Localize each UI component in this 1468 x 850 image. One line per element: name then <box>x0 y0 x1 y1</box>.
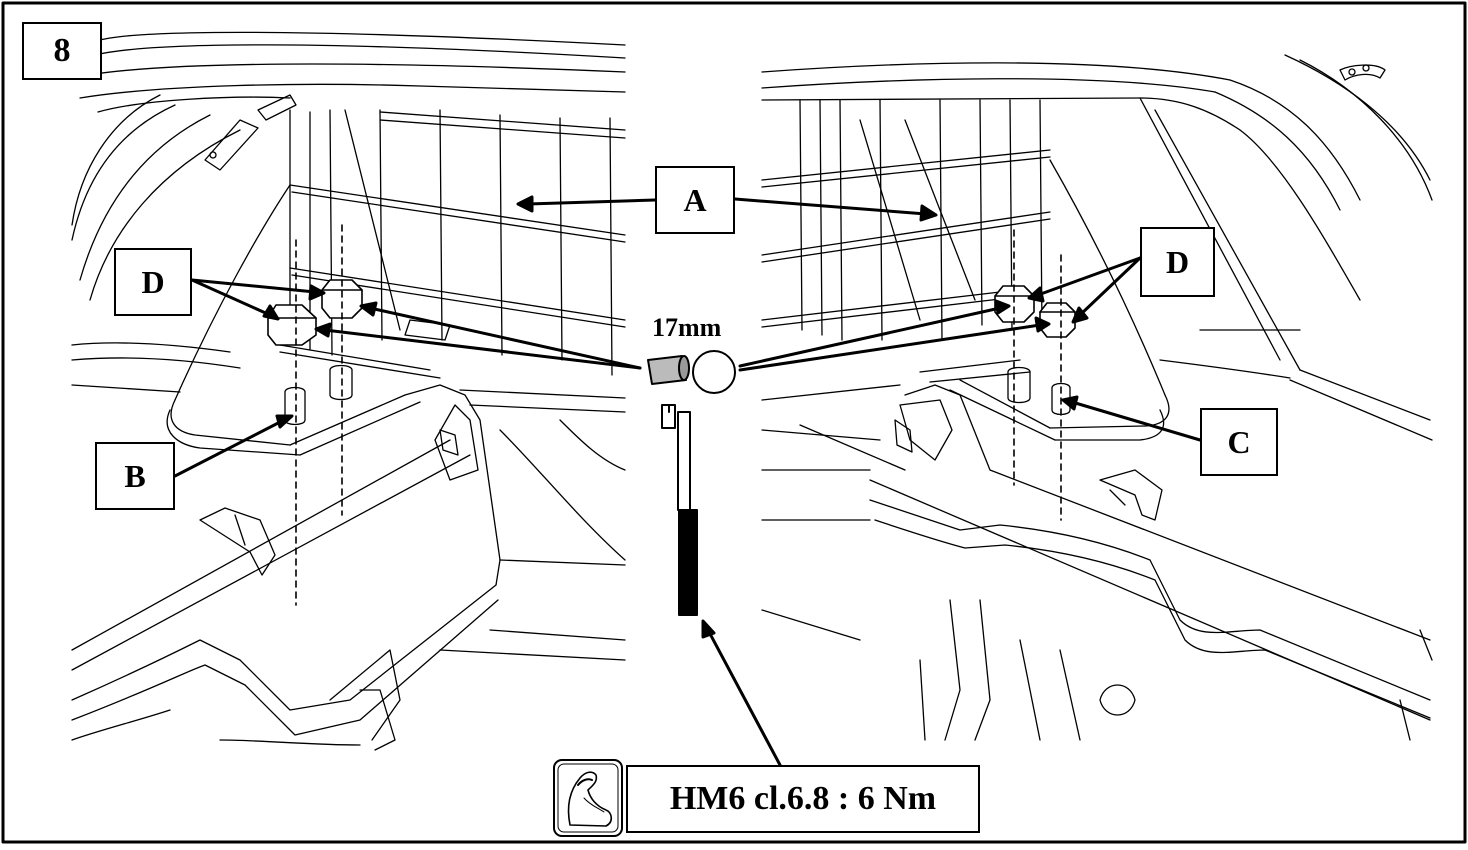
right-vehicle-view <box>761 54 1433 741</box>
flexed-arm-icon <box>553 759 623 837</box>
socket-size-label: 17mm <box>652 313 722 342</box>
pointer-arrows <box>173 195 1202 767</box>
label-d-right-box: D <box>1140 227 1215 297</box>
label-a-box: A <box>655 166 735 234</box>
label-b-box: B <box>95 442 175 510</box>
label-d-left: D <box>141 263 165 300</box>
step-number: 8 <box>53 32 71 69</box>
label-d-right: D <box>1165 243 1190 280</box>
tool-socket-17mm <box>647 350 736 394</box>
label-a: A <box>683 181 707 218</box>
label-c: C <box>1227 423 1251 460</box>
label-c-box: C <box>1200 408 1278 476</box>
torque-spec-box: HM6 cl.6.8 : 6 Nm <box>626 765 980 833</box>
left-nuts <box>267 279 363 346</box>
torque-spec: HM6 cl.6.8 : 6 Nm <box>669 780 937 817</box>
right-axis-lines <box>1013 229 1062 521</box>
left-vehicle-view <box>71 31 626 751</box>
label-b: B <box>124 457 146 494</box>
step-number-box: 8 <box>22 22 102 80</box>
left-axis-lines <box>295 224 343 606</box>
label-d-left-box: D <box>114 248 192 316</box>
tool-screwdriver-handle <box>661 404 698 616</box>
